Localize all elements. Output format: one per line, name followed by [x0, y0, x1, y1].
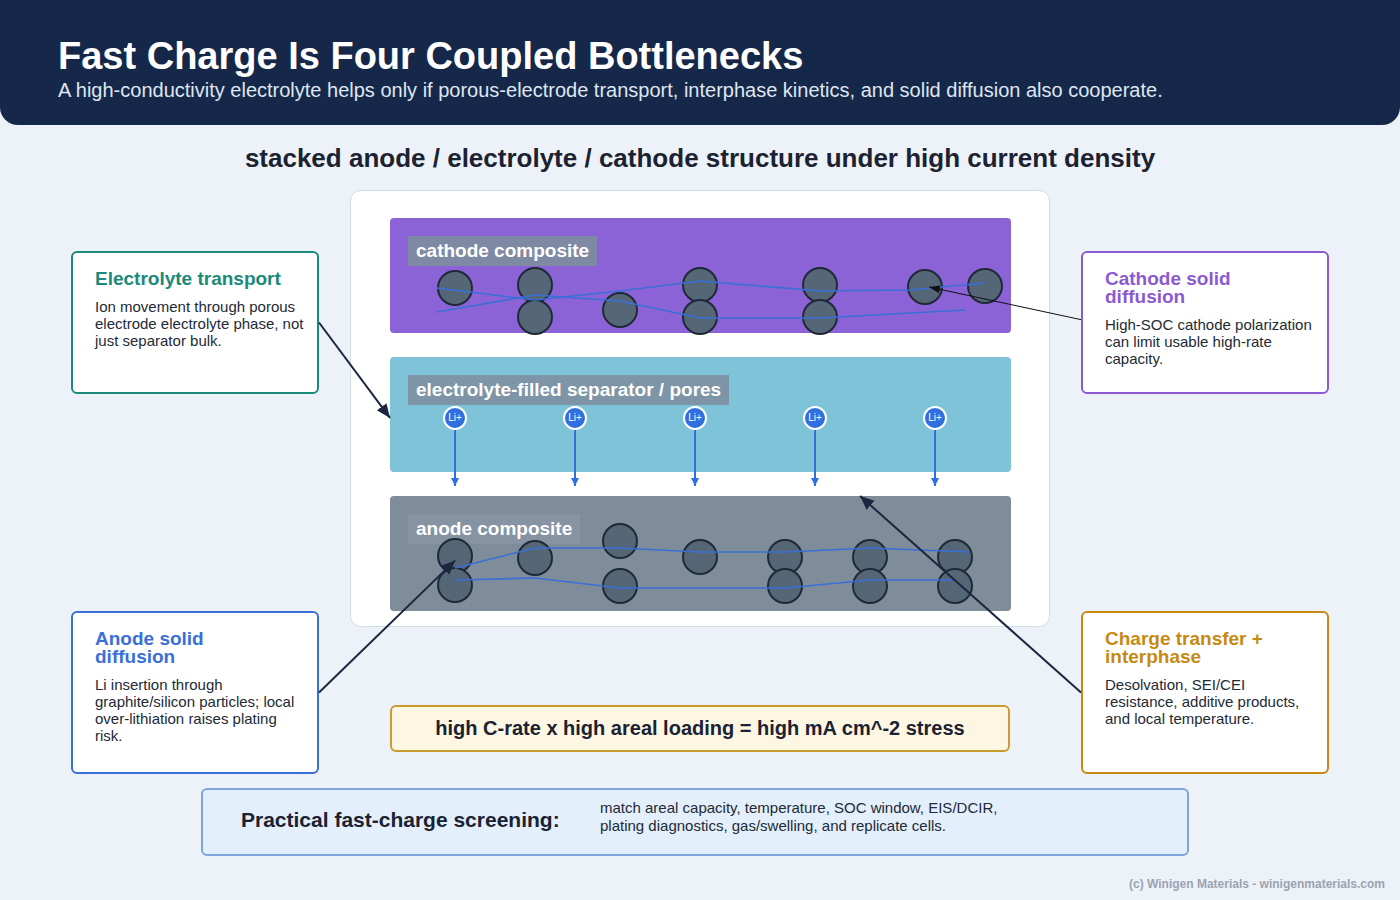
anode-particle: [603, 569, 637, 603]
ion-symbol: [564, 407, 586, 429]
leader-arrow: [860, 496, 1081, 693]
ion-flux-arrow: [454, 430, 456, 486]
anode-particle: [768, 540, 802, 574]
leader-arrow: [319, 323, 390, 418]
cathode-layer: cathode composite: [390, 218, 1011, 333]
conduction-path: [455, 578, 955, 588]
leader-arrow: [319, 560, 455, 692]
ion-flux-arrow: [814, 430, 816, 486]
watermark: (c) Winigen Materials - winigenmaterials…: [985, 876, 1385, 892]
screening-box: Practical fast-charge screening: match ar…: [201, 788, 1189, 856]
anode-particle: [438, 568, 472, 602]
anode-particle: [853, 540, 887, 574]
cathode-particle: [968, 269, 1002, 303]
anode-particle: [683, 540, 717, 574]
callout-body: Ion movement through porous electrode el…: [95, 298, 307, 349]
cathode-particle: [683, 300, 717, 334]
ion-symbol: [444, 407, 466, 429]
section-heading: stacked anode / electrolyte / cathode st…: [0, 142, 1400, 174]
separator-layer: electrolyte-filled separator / pores: [390, 357, 1011, 472]
layer-label: cathode composite: [408, 236, 597, 266]
callout-heading: Charge transfer + interphase: [1105, 630, 1295, 666]
conduction-path: [437, 295, 965, 318]
layer-label: electrolyte-filled separator / pores: [408, 375, 729, 405]
cathode-particle: [603, 293, 637, 327]
callout-heading: Electrolyte transport: [95, 270, 285, 288]
conduction-path: [437, 281, 985, 300]
anode-particle: [603, 524, 637, 558]
callout-box: Cathode solid diffusionHigh-SOC cathode …: [1081, 251, 1329, 394]
cathode-particle: [518, 300, 552, 334]
cathode-particle: [683, 268, 717, 302]
ion-flux-arrow: [694, 430, 696, 486]
leader-arrow: [929, 287, 1081, 320]
callout-body: Desolvation, SEI/CEI resistance, additiv…: [1105, 676, 1317, 727]
conduction-path: [455, 548, 970, 568]
layer-label: anode composite: [408, 514, 580, 544]
callout-heading: Cathode solid diffusion: [1105, 270, 1295, 306]
anode-particle: [853, 569, 887, 603]
cathode-particle: [803, 268, 837, 302]
anode-particle: [938, 569, 972, 603]
anode-particle: [938, 540, 972, 574]
cathode-particle: [438, 271, 472, 305]
stress-equation: high C-rate x high areal loading = high …: [435, 717, 964, 740]
ion-symbol: [804, 407, 826, 429]
callout-body: High-SOC cathode polarization can limit …: [1105, 316, 1317, 367]
cathode-particle: [518, 268, 552, 302]
ion-symbol: [924, 407, 946, 429]
screening-body: match areal capacity, temperature, SOC w…: [600, 799, 1040, 835]
ion-symbol: [684, 407, 706, 429]
anode-particle: [518, 541, 552, 575]
anode-layer: anode composite: [390, 496, 1011, 611]
structure-panel: [351, 191, 1050, 627]
screening-heading: Practical fast-charge screening:: [241, 808, 560, 832]
callout-heading: Anode solid diffusion: [95, 630, 285, 666]
stress-box: high C-rate x high areal loading = high …: [390, 705, 1010, 752]
cathode-particle: [908, 270, 942, 304]
ion-flux-arrow: [574, 430, 576, 486]
ion-flux-arrow: [934, 430, 936, 486]
callout-box: Anode solid diffusion Li insertion throug…: [71, 611, 319, 774]
header-band: [0, 0, 1400, 125]
anode-particle: [768, 569, 802, 603]
cathode-particle: [803, 300, 837, 334]
callout-box: Charge transfer + interphaseDesolvation,…: [1081, 611, 1329, 774]
callout-body: Li insertion through graphite/silicon pa…: [95, 676, 307, 744]
callout-box: Electrolyte transportIon movement throug…: [71, 251, 319, 394]
anode-particle: [438, 539, 472, 573]
